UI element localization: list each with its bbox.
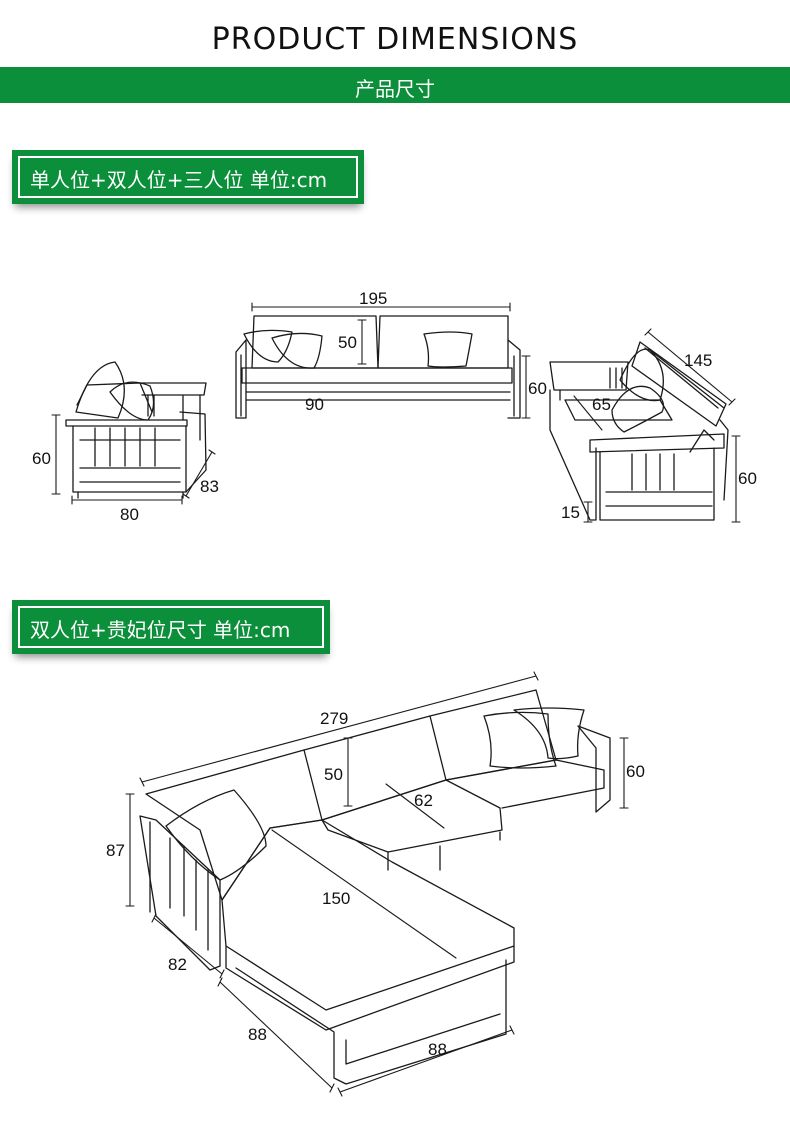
page-title: PRODUCT DIMENSIONS bbox=[211, 22, 579, 57]
dimension-lines-set2 bbox=[125, 671, 629, 1097]
dim-three-leg: 15 bbox=[561, 503, 580, 522]
dim-base-right: 88 bbox=[428, 1040, 447, 1059]
dim-seat-depth: 62 bbox=[414, 791, 433, 810]
section-tag-sectional: 双人位+贵妃位尺寸 单位:cm bbox=[12, 600, 330, 654]
dim-three-height: 60 bbox=[738, 469, 757, 488]
loveseat-drawing bbox=[235, 315, 521, 419]
section-tag-sofa-set: 单人位+双人位+三人位 单位:cm bbox=[12, 150, 364, 204]
section-tag-frame bbox=[18, 606, 324, 648]
dim-three-length: 145 bbox=[684, 351, 712, 370]
dim-base-left: 88 bbox=[248, 1025, 267, 1044]
dim-three-seat: 65 bbox=[592, 395, 611, 414]
single-armchair-drawing bbox=[65, 361, 207, 499]
dim-chaise-height: 87 bbox=[106, 841, 125, 860]
dim-loveseat-seat: 90 bbox=[305, 395, 324, 414]
dim-loveseat-width: 195 bbox=[359, 289, 387, 308]
dim-total-length: 279 bbox=[320, 709, 348, 728]
page-subtitle: 产品尺寸 bbox=[355, 77, 435, 101]
dim-chaise-side: 82 bbox=[168, 955, 187, 974]
dim-arm-height: 60 bbox=[626, 762, 645, 781]
title-band bbox=[0, 67, 790, 103]
dim-loveseat-height: 60 bbox=[528, 379, 547, 398]
sectional-drawing bbox=[139, 689, 611, 1085]
dim-loveseat-back: 50 bbox=[338, 333, 357, 352]
dimension-lines-set1 bbox=[51, 302, 741, 523]
dim-single-width: 80 bbox=[120, 505, 139, 524]
section-tag-frame bbox=[18, 156, 358, 198]
dim-single-height: 60 bbox=[32, 449, 51, 468]
dim-single-depth: 83 bbox=[200, 477, 219, 496]
section-label-sofa-set: 单人位+双人位+三人位 单位:cm bbox=[30, 168, 328, 192]
section-label-sectional: 双人位+贵妃位尺寸 单位:cm bbox=[30, 618, 291, 642]
dim-chaise-length: 150 bbox=[322, 889, 350, 908]
dim-back-height: 50 bbox=[324, 765, 343, 784]
three-seater-drawing bbox=[549, 341, 729, 521]
